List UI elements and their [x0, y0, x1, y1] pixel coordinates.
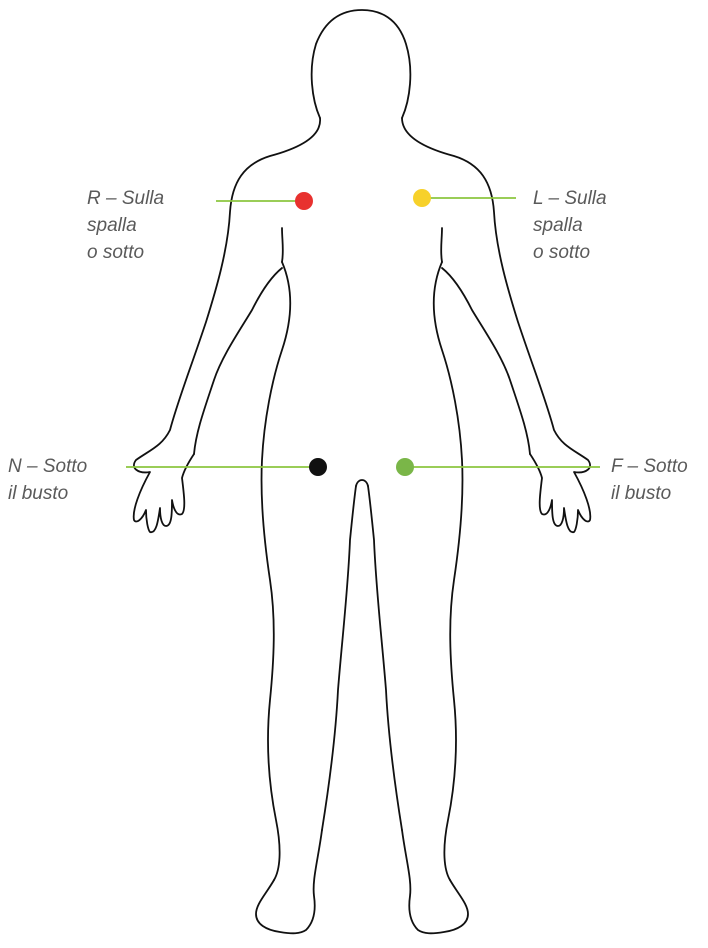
label-l-line-3: o sotto [533, 239, 607, 266]
electrode-f-dot [396, 458, 414, 476]
label-l-line-2: spalla [533, 212, 607, 239]
left-arm-inner-outline [194, 268, 282, 454]
electrode-l-dot [413, 189, 431, 207]
right-torso-outline [434, 262, 463, 880]
label-n: N – Sotto il busto [8, 453, 87, 507]
right-arm-inner-outline [442, 268, 530, 454]
label-f-line-2: il busto [611, 480, 688, 507]
right-arm-outer-outline [402, 118, 590, 532]
label-l: L – Sulla spalla o sotto [533, 185, 607, 266]
right-inner-leg-outline [368, 486, 402, 830]
label-r-line-2: spalla [87, 212, 164, 239]
left-underarm-line [282, 228, 283, 262]
electrode-n-dot [309, 458, 327, 476]
label-n-line-2: il busto [8, 480, 87, 507]
left-torso-outline [261, 262, 290, 880]
label-f: F – Sotto il busto [611, 453, 688, 507]
crotch-outline [356, 480, 368, 486]
electrode-r-dot [295, 192, 313, 210]
label-r-line-1: R – Sulla [87, 185, 164, 212]
leader-lines [126, 198, 600, 467]
left-arm-outer-outline [134, 118, 320, 532]
label-f-line-1: F – Sotto [611, 453, 688, 480]
left-foot-outline [256, 830, 322, 933]
right-foot-outline [402, 830, 468, 933]
right-underarm-line [441, 228, 442, 262]
left-inner-leg-outline [322, 486, 356, 830]
label-r: R – Sulla spalla o sotto [87, 185, 164, 266]
body-outline [134, 10, 591, 933]
head-outline [312, 10, 411, 118]
label-n-line-1: N – Sotto [8, 453, 87, 480]
label-l-line-1: L – Sulla [533, 185, 607, 212]
label-r-line-3: o sotto [87, 239, 164, 266]
